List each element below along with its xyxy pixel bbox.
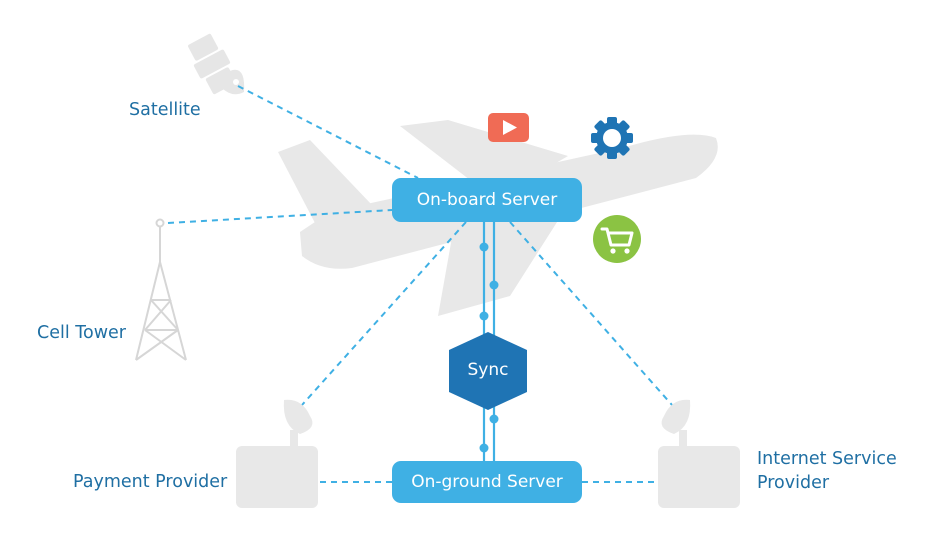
satellite-icon	[188, 33, 245, 95]
sync-dot	[479, 242, 489, 252]
link-satellite-onboard	[237, 85, 419, 179]
sync-label: Sync	[467, 360, 509, 380]
sync-hexagon	[449, 332, 527, 410]
shopping-cart-badge	[593, 215, 641, 263]
ground-server-label: On-ground Server	[411, 472, 563, 492]
gear-icon	[591, 117, 633, 159]
sync-dot	[479, 443, 489, 453]
sync-dot	[489, 280, 499, 290]
video-play-icon	[488, 113, 529, 142]
shopping-cart-icon	[593, 215, 641, 263]
onboard-server-label: On-board Server	[416, 190, 558, 210]
satellite-dish-hub	[233, 79, 239, 85]
link-onboard-payment	[301, 221, 467, 406]
isp-dish-icon	[661, 399, 691, 434]
sync-dots	[479, 242, 499, 453]
gear-hole	[603, 129, 621, 147]
payment-provider-dish-post	[290, 430, 298, 448]
isp-station	[658, 399, 740, 508]
payment-provider-dish-icon	[283, 399, 313, 434]
cell-tower-frame	[135, 261, 187, 361]
cell-tower-antenna	[155, 218, 165, 228]
isp-building	[658, 446, 740, 508]
satellite-body	[193, 49, 231, 79]
ground-server-node: On-ground Server	[392, 461, 582, 503]
payment-provider-building	[236, 446, 318, 508]
link-celltower-onboard	[167, 209, 393, 224]
cell-tower-icon	[135, 218, 187, 361]
isp-dish-post	[679, 430, 687, 448]
airplane-far-wing	[400, 120, 568, 184]
satellite-label: Satellite	[129, 100, 201, 120]
onboard-server-node: On-board Server	[392, 178, 582, 222]
satellite-panel-top	[188, 33, 219, 61]
sync-dot	[479, 311, 489, 321]
isp-label-line2: Provider	[757, 473, 830, 493]
sync-dot	[489, 414, 499, 424]
dashed-connections	[167, 85, 673, 483]
isp-label-line1: Internet Service	[757, 449, 897, 469]
payment-provider-label: Payment Provider	[73, 472, 228, 492]
video-play-triangle	[503, 120, 517, 135]
airplane-near-wing	[438, 208, 566, 316]
payment-provider-station	[236, 399, 318, 508]
cell-tower-label: Cell Tower	[37, 323, 126, 343]
link-onboard-isp	[509, 221, 673, 406]
